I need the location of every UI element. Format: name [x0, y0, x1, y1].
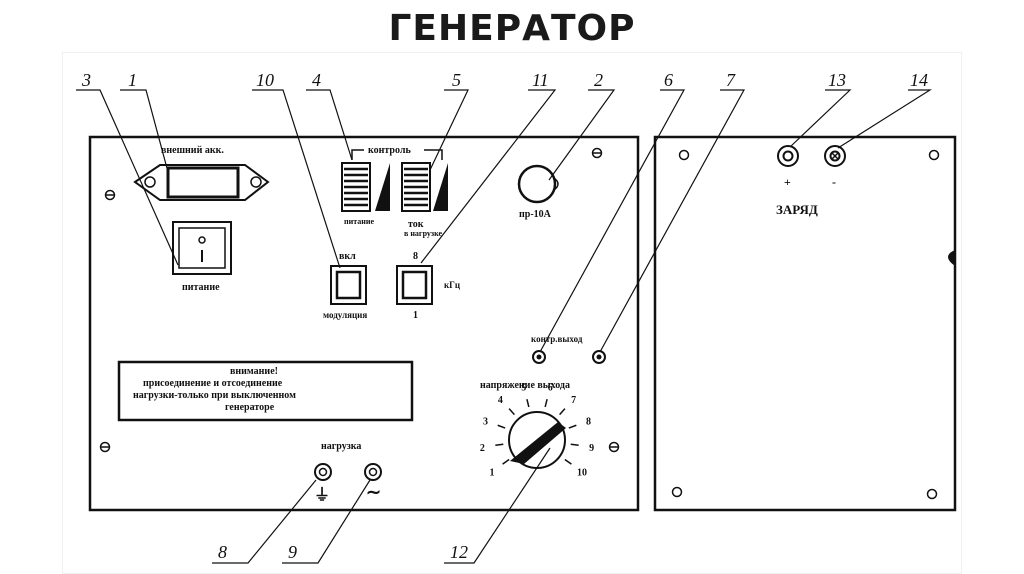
- callout-3: 3: [81, 70, 91, 90]
- control-bracket-left: [351, 149, 364, 160]
- ext-battery-label: внешний акк.: [161, 145, 224, 156]
- fuse-label: пр-10А: [519, 209, 552, 220]
- load-label: нагрузка: [321, 441, 361, 452]
- callout-1: 1: [128, 70, 137, 90]
- ctrl-output-label: контр.выход: [531, 334, 583, 344]
- side-panel-edge-tab: [948, 250, 955, 266]
- control-label: контроль: [368, 145, 411, 156]
- warning-line-1: внимание!: [230, 366, 278, 377]
- dial-scale-label: 10: [577, 468, 587, 479]
- external-battery-connector[interactable]: [133, 164, 270, 201]
- meter-power-label: питание: [344, 217, 374, 226]
- callout-2: 2: [594, 70, 603, 90]
- power-switch-label: питание: [182, 282, 220, 293]
- dial-tick: [568, 424, 577, 429]
- freq-unit-label: кГц: [444, 280, 461, 290]
- ac-symbol: ∼: [366, 482, 381, 502]
- dial-scale-label: 9: [589, 443, 594, 454]
- modulation-label: модуляция: [323, 310, 367, 320]
- page-title: ГЕНЕРАТОР: [388, 8, 636, 49]
- control-bracket-right: [424, 149, 443, 160]
- meter-current-sub-label: в нагрузке: [404, 229, 443, 238]
- warning-line-3: нагрузки-только при выключенном: [133, 390, 296, 401]
- dial-scale-label: 6: [548, 383, 553, 394]
- dial-scale-label: 3: [483, 417, 488, 428]
- callout-14: 14: [910, 70, 928, 90]
- dial-tick: [495, 443, 504, 447]
- dial-scale-label: 5: [521, 383, 526, 394]
- dial-scale-label: 2: [480, 443, 485, 454]
- warning-line-4: генераторе: [225, 402, 275, 413]
- current-level-meter: [401, 162, 448, 212]
- dial-tick: [544, 399, 548, 408]
- dial-scale-label: 7: [571, 395, 576, 406]
- callout-10: 10: [256, 70, 274, 90]
- callout-11: 11: [532, 70, 549, 90]
- load-output-ac-jack[interactable]: [364, 463, 382, 481]
- freq-top-label: 8: [413, 251, 418, 262]
- dial-tick: [502, 458, 510, 465]
- callout-8: 8: [218, 542, 227, 562]
- charge-minus-terminal[interactable]: [824, 145, 846, 167]
- warning-box: [117, 360, 414, 422]
- callout-5: 5: [452, 70, 461, 90]
- side-panel-screws: [671, 149, 940, 500]
- dial-tick: [508, 408, 515, 416]
- dial-tick: [497, 424, 506, 429]
- front-panel-screws: [99, 147, 620, 453]
- dial-scale-label: 8: [586, 417, 591, 428]
- freq-bottom-label: 1: [413, 310, 418, 321]
- power-switch[interactable]: [172, 221, 232, 275]
- fuse-holder[interactable]: [517, 164, 559, 204]
- front-panel: [88, 135, 640, 512]
- charge-minus-label: -: [832, 175, 836, 189]
- callout-6: 6: [664, 70, 673, 90]
- callout-4: 4: [312, 70, 321, 90]
- charge-plus-terminal[interactable]: [777, 145, 799, 167]
- voltage-dial-knob[interactable]: [508, 411, 566, 469]
- ctrl-output-jacks[interactable]: [532, 350, 606, 364]
- modulation-button[interactable]: [330, 265, 367, 305]
- side-panel: [653, 135, 957, 512]
- frequency-button[interactable]: [396, 265, 433, 305]
- ground-symbol: ⏚: [314, 486, 330, 504]
- callout-13: 13: [828, 70, 846, 90]
- dial-tick: [559, 408, 566, 416]
- scanned-diagram-background: [62, 52, 962, 574]
- dial-tick: [564, 458, 572, 465]
- load-output-ground-jack[interactable]: [314, 463, 332, 481]
- voltage-label: напряжение выхода: [480, 380, 570, 391]
- dial-tick: [526, 399, 530, 408]
- dial-scale-label: 4: [498, 395, 503, 406]
- charge-label: ЗАРЯД: [776, 202, 818, 217]
- dial-scale-label: 1: [489, 468, 494, 479]
- callout-12: 12: [450, 542, 468, 562]
- warning-line-2: присоединение и отсоединение: [143, 378, 283, 389]
- meter-current-label: ток: [408, 219, 424, 230]
- callout-9: 9: [288, 542, 297, 562]
- charge-plus-label: +: [784, 175, 791, 189]
- on-label: вкл: [339, 251, 356, 262]
- dial-tick: [570, 443, 579, 447]
- callout-7: 7: [726, 70, 736, 90]
- power-level-meter: [341, 162, 390, 212]
- callout-leaders: [76, 89, 933, 564]
